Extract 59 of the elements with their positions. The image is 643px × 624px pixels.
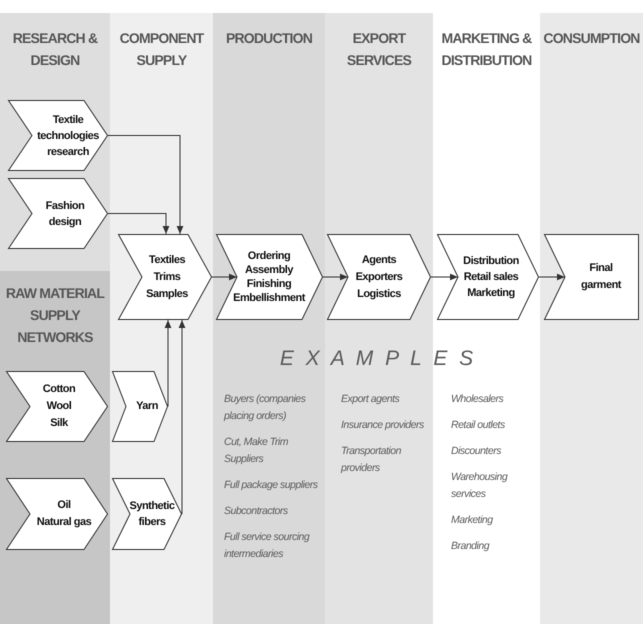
step-label: Retail sales (464, 270, 518, 285)
column-band (213, 13, 325, 624)
arrow (108, 135, 184, 234)
example-item: Buyers (companies placing orders) (224, 392, 306, 424)
step-label: Ordering (248, 249, 290, 263)
step-label: Silk (50, 416, 68, 431)
column-heading: COMPONENT SUPPLY (118, 29, 205, 70)
column-heading: RAW MATERIAL SUPPLY NETWORKS (4, 284, 106, 347)
column-band (325, 13, 433, 624)
step-label: Samples (146, 286, 188, 302)
example-item: Discounters (451, 444, 501, 459)
step-label: Oil (57, 498, 71, 513)
arrow (178, 320, 186, 514)
section-heading: E X A M P L E S (280, 347, 476, 371)
step-label: Wool (46, 399, 72, 414)
column-band (0, 13, 110, 271)
step-label: Textile technologies research (36, 112, 100, 160)
column-heading: RESEARCH & DESIGN (12, 29, 99, 70)
step-label: Exporters (356, 270, 402, 284)
step-label: Cotton (42, 382, 76, 397)
column-heading: CONSUMPTION (543, 29, 640, 48)
example-item: Insurance providers (341, 418, 424, 433)
step-label: Marketing (467, 286, 515, 301)
step-label: Final garment (580, 261, 622, 293)
example-item: Subcontractors (224, 504, 288, 519)
arrow (430, 274, 458, 280)
example-item: Export agents (341, 392, 400, 407)
column-heading: MARKETING & DISTRIBUTION (440, 29, 533, 70)
example-item: Warehousing services (451, 470, 508, 502)
column-heading: PRODUCTION (226, 29, 312, 48)
arrow (322, 274, 348, 280)
example-item: Retail outlets (451, 418, 505, 433)
step-label: Textiles (148, 252, 186, 268)
example-item: Marketing (451, 513, 493, 528)
column-band (0, 271, 110, 624)
column-heading: EXPORT SERVICES (346, 29, 412, 70)
step-label: Finishing (246, 277, 292, 291)
example-item: Full package suppliers (224, 478, 318, 493)
step-label: Assembly (245, 263, 293, 277)
example-item: Cut, Make Trim Suppliers (224, 435, 289, 467)
arrow (164, 320, 172, 407)
column-band (110, 13, 213, 624)
step-label: Natural gas (36, 515, 92, 530)
example-item: Branding (451, 539, 490, 554)
step-label: Agents (362, 252, 396, 268)
arrow (108, 213, 170, 234)
step-label: Embellishment (233, 291, 305, 305)
arrow (212, 274, 238, 280)
step-label: Trims (154, 270, 180, 284)
example-item: Wholesalers (451, 392, 504, 407)
example-item: Full service sourcing intermediaries (224, 530, 310, 562)
arrow (538, 274, 566, 280)
step-label: Logistics (357, 286, 401, 302)
step-label: Fashion design (44, 198, 86, 230)
step-label: Yarn (136, 399, 158, 414)
example-item: Transportation providers (341, 444, 402, 476)
step-label: Distribution (463, 254, 519, 269)
step-label: Synthetic fibers (128, 499, 176, 530)
column-band (540, 13, 643, 624)
